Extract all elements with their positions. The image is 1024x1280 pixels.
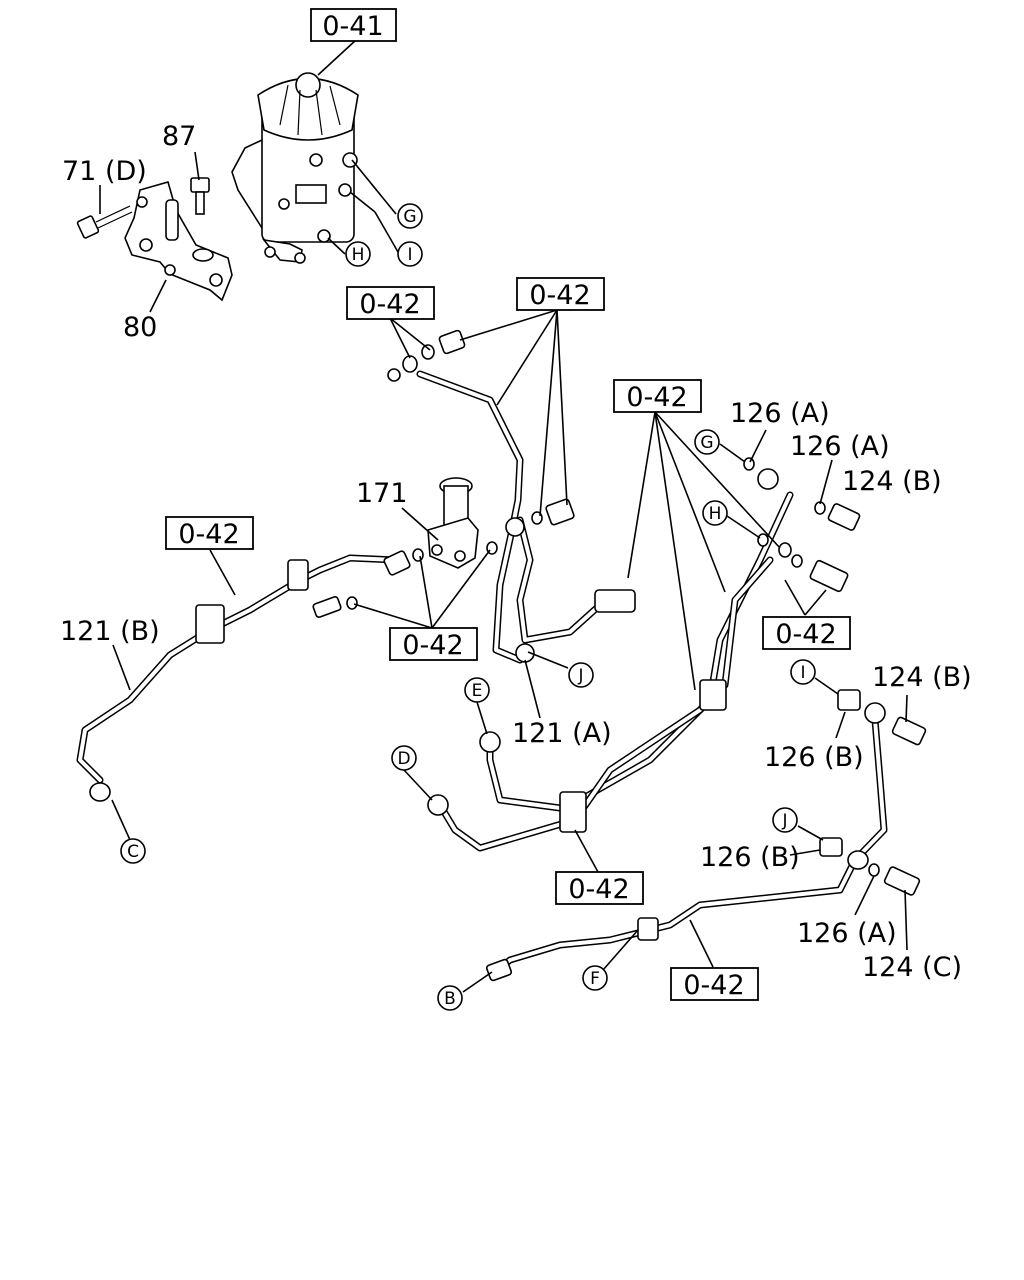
leader-lines <box>99 39 908 993</box>
connector-I-right: I <box>790 659 816 685</box>
connector-E: E <box>464 677 490 703</box>
ref-box-0-42-left: 0-42 <box>165 516 254 550</box>
part-126b-label-2: 126 (B) <box>700 842 800 873</box>
svg-text:G: G <box>403 207 416 227</box>
part-71d-label: 71 (D) <box>62 156 147 187</box>
connector-F: F <box>582 965 608 991</box>
ref-0-42-label: 0-42 <box>568 874 629 905</box>
part-124b-label-1: 124 (B) <box>842 466 942 497</box>
ref-box-0-42-upper-mid: 0-42 <box>516 277 605 311</box>
ref-0-42-label: 0-42 <box>775 619 836 650</box>
part-121b-label: 121 (B) <box>60 616 160 647</box>
bolt-87-graphic <box>190 177 210 215</box>
fuel-tubes <box>76 370 888 972</box>
part-80-label: 80 <box>123 312 157 343</box>
svg-text:B: B <box>444 989 456 1009</box>
ref-box-0-42-upper-left: 0-42 <box>346 286 435 320</box>
ref-0-41-label: 0-41 <box>322 11 383 42</box>
connector-I-filter: I <box>397 241 423 267</box>
connector-G-tube: G <box>694 429 720 455</box>
part-121a-label: 121 (A) <box>512 718 612 749</box>
ref-box-0-42-center: 0-42 <box>389 627 478 661</box>
clamps-and-fittings <box>89 468 886 982</box>
connector-J-tube: J <box>568 662 594 688</box>
part-126a-label-3: 126 (A) <box>797 918 897 949</box>
connector-B: B <box>437 985 463 1011</box>
svg-text:F: F <box>590 969 600 989</box>
ref-0-42-label: 0-42 <box>683 970 744 1001</box>
bolt-71d-graphic <box>76 205 133 239</box>
svg-text:H: H <box>709 504 722 524</box>
svg-text:G: G <box>700 433 713 453</box>
connector-H-tube: H <box>702 500 728 526</box>
ref-box-0-42-bottom-center: 0-42 <box>555 871 644 905</box>
ref-box-0-41: 0-41 <box>310 8 397 42</box>
fuel-filter-assembly <box>231 72 359 264</box>
washers-and-eye-bolts <box>312 329 927 896</box>
connector-H-filter: H <box>345 241 371 267</box>
svg-text:H: H <box>352 245 365 265</box>
connector-C: C <box>120 838 146 864</box>
part-124c-label: 124 (C) <box>862 952 962 983</box>
svg-text:D: D <box>397 749 410 769</box>
priming-pump-171 <box>427 477 479 569</box>
bracket-80 <box>124 181 233 302</box>
part-126a-label-1: 126 (A) <box>730 398 830 429</box>
part-87-label: 87 <box>162 121 196 152</box>
ref-box-0-42-right-top: 0-42 <box>613 379 702 413</box>
ref-box-0-42-right: 0-42 <box>762 616 851 650</box>
connector-G-filter: G <box>397 203 423 229</box>
ref-box-0-42-bottom-right: 0-42 <box>670 967 759 1001</box>
ref-0-42-label: 0-42 <box>529 280 590 311</box>
svg-text:J: J <box>781 811 787 831</box>
part-126b-label-1: 126 (B) <box>764 742 864 773</box>
connector-J-right: J <box>772 807 798 833</box>
part-171-label: 171 <box>356 478 408 509</box>
ref-0-42-label: 0-42 <box>402 630 463 661</box>
connector-D: D <box>391 745 417 771</box>
part-124b-label-2: 124 (B) <box>872 662 972 693</box>
svg-text:C: C <box>127 842 139 862</box>
ref-0-42-label: 0-42 <box>359 289 420 320</box>
svg-text:J: J <box>577 666 583 686</box>
svg-text:E: E <box>472 681 483 701</box>
part-126a-label-2: 126 (A) <box>790 431 890 462</box>
ref-0-42-label: 0-42 <box>178 519 239 550</box>
svg-text:I: I <box>407 245 412 265</box>
ref-0-42-label: 0-42 <box>626 382 687 413</box>
svg-text:I: I <box>800 663 805 683</box>
